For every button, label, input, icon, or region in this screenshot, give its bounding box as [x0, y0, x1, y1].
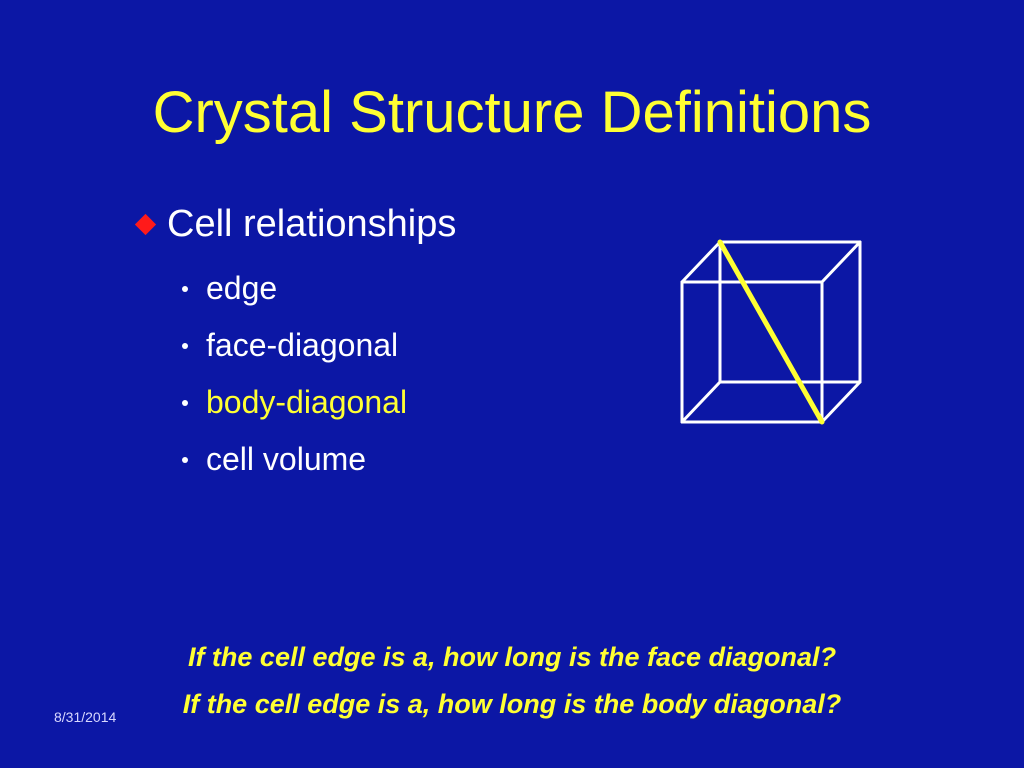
cube-front-face: [680, 280, 824, 424]
cube-edge-bottom-left: [680, 380, 722, 424]
slide-title: Crystal Structure Definitions: [152, 80, 872, 145]
bullet-dot-icon: [182, 399, 188, 406]
question-face-diagonal: If the cell edge is a, how long is the f…: [187, 642, 837, 672]
sub-bullet-label: edge: [206, 270, 278, 306]
sub-bullet-label: face-diagonal: [206, 327, 399, 363]
sub-bullet-label: body-diagonal: [206, 384, 408, 420]
main-bullet: Cell relationships: [132, 198, 456, 250]
cube-edges: [680, 240, 862, 424]
sub-bullet-label: cell volume: [206, 441, 367, 477]
diamond-bullet-icon: [134, 213, 157, 235]
bullet-dot-icon: [182, 342, 188, 349]
bullet-dot-icon: [182, 456, 188, 463]
slide-date: 8/31/2014: [54, 709, 117, 725]
body-diagonal-line: [717, 239, 825, 425]
sub-bullet-face-diagonal: face-diagonal: [182, 317, 407, 374]
sub-bullet-edge: edge: [182, 260, 407, 317]
bullet-dot-icon: [182, 285, 188, 292]
cube-diagram: [680, 239, 862, 425]
cube-back-face: [718, 240, 862, 384]
cube-edge-top-right: [820, 240, 862, 284]
sub-bullet-list: edge face-diagonal body-diagonal cell vo…: [182, 260, 407, 488]
main-bullet-label: Cell relationships: [167, 202, 457, 245]
cube-edge-bottom-right: [820, 380, 862, 424]
cube-edge-top-left: [680, 240, 722, 284]
question-body-diagonal: If the cell edge is a, how long is the b…: [182, 689, 842, 719]
sub-bullet-body-diagonal: body-diagonal: [182, 374, 407, 431]
sub-bullet-cell-volume: cell volume: [182, 431, 407, 488]
